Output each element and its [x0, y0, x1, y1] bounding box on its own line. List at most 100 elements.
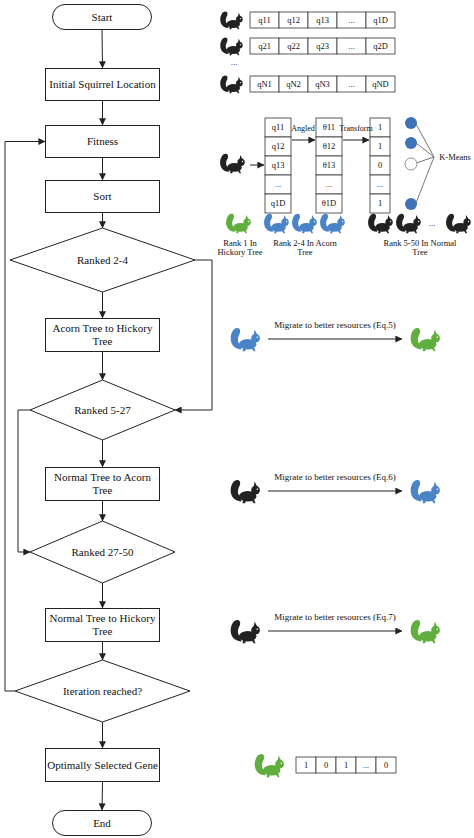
squirrel-icon	[220, 154, 245, 174]
process-box: Optimally Selected Gene	[45, 748, 160, 782]
flow-connector	[102, 213, 103, 228]
flow-connector	[102, 642, 103, 660]
matrix-cell-text: q23	[308, 38, 337, 54]
step-label: Transform	[334, 123, 378, 135]
migrate-label: Migrate to better resources (Eq.6)	[255, 472, 415, 484]
vector-cell	[265, 118, 291, 137]
diamond-shape	[10, 228, 195, 292]
squirrel-icon	[411, 328, 440, 351]
squirrel-icon	[220, 37, 242, 55]
vector-cell-text: q12	[265, 137, 291, 156]
vector-cell	[265, 175, 291, 194]
cluster-dot	[405, 137, 417, 149]
squirrel-icon	[220, 11, 242, 29]
node-text: Normal Tree to Hickory Tree	[46, 612, 159, 637]
cluster-dot	[405, 158, 417, 170]
cluster-link	[416, 157, 434, 163]
migrate-arrow	[268, 339, 402, 340]
vector-cell-text: q11	[265, 118, 291, 137]
node-text: Optimally Selected Gene	[47, 759, 158, 772]
matrix-cell-text: q21	[250, 38, 279, 54]
ellipsis: ...	[223, 57, 245, 69]
gene-cell	[296, 757, 316, 773]
squirrel-icon	[411, 480, 440, 503]
vector-cell-text: θ12	[316, 137, 342, 156]
diamond-shape	[15, 660, 190, 722]
matrix-cell-text: ...	[337, 38, 366, 54]
decision-diamond: Iteration reached?	[15, 660, 190, 722]
matrix-cell	[250, 12, 279, 28]
cluster-link	[416, 157, 434, 203]
matrix-cell	[250, 38, 279, 54]
node-text: Start	[92, 11, 113, 24]
node-text: Acorn Tree to Hickory Tree	[46, 322, 159, 347]
node-text: Ranked 27-50	[71, 546, 133, 559]
squirrel-icon	[226, 214, 251, 234]
squirrel-icon	[231, 620, 260, 643]
decision-diamond: Ranked 2-4	[10, 228, 195, 292]
node-text: Iteration reached?	[63, 685, 142, 698]
matrix-cell-text: q22	[279, 38, 308, 54]
cluster-dot	[405, 198, 417, 210]
vector-cell	[370, 194, 390, 213]
node-text: Fitness	[87, 135, 118, 148]
squirrel-icon	[231, 480, 260, 503]
vector-cell-text: q13	[265, 156, 291, 175]
gene-cell	[356, 757, 376, 773]
cluster-dot	[405, 117, 417, 129]
gene-cell-text: ...	[356, 757, 376, 773]
process-box: Sort	[45, 180, 160, 213]
vector-cell	[370, 156, 390, 175]
ellipsis: ...	[422, 218, 442, 230]
gene-cell	[336, 757, 356, 773]
flow-connector	[102, 158, 103, 180]
node-text: Initial Squirrel Location	[49, 78, 155, 91]
diamond-shape	[30, 380, 175, 440]
squirrel-icon	[292, 214, 317, 234]
vector-cell-text: θ1D	[316, 194, 342, 213]
process-box: Initial Squirrel Location	[45, 68, 160, 101]
matrix-cells	[250, 12, 395, 92]
migrate-arrow	[268, 631, 402, 632]
rank-label: Rank 1 In Hickory Tree	[212, 236, 268, 260]
matrix-cell-text: qN3	[308, 76, 337, 92]
squirrel-icon	[396, 214, 421, 234]
diamond-shape	[30, 521, 175, 583]
process-box: Normal Tree to Hickory Tree	[45, 608, 160, 642]
vector-cell-text: θ13	[316, 156, 342, 175]
node-text: Normal Tree to Acorn Tree	[46, 471, 159, 496]
matrix-cell-text: q13	[308, 12, 337, 28]
squirrel-icon	[264, 214, 289, 234]
process-box: Acorn Tree to Hickory Tree	[45, 318, 160, 352]
flow-connector	[102, 440, 103, 467]
matrix-cell	[337, 76, 366, 92]
gene-cell	[316, 757, 336, 773]
vector-cells	[265, 118, 390, 213]
cluster-link	[416, 124, 434, 157]
matrix-cell	[308, 12, 337, 28]
terminal-box: Start	[52, 4, 152, 30]
flow-connector	[102, 782, 104, 810]
gene-cell-text: 0	[376, 757, 396, 773]
vector-cell-text: ...	[316, 175, 342, 194]
gene-cell	[376, 757, 396, 773]
flow-connector	[102, 292, 103, 318]
vector-cell	[265, 137, 291, 156]
flow-arrow	[292, 140, 315, 141]
vector-cell	[316, 118, 342, 137]
matrix-cell	[366, 12, 395, 28]
matrix-cell	[250, 76, 279, 92]
matrix-cell-text: q12	[279, 12, 308, 28]
vector-cell-text: 0	[370, 156, 390, 175]
vector-cell	[316, 137, 342, 156]
migrate-label: Migrate to better resources (Eq.5)	[255, 320, 415, 332]
matrix-cell-text: qND	[366, 76, 395, 92]
flow-connector	[102, 352, 103, 380]
vector-cell	[370, 118, 390, 137]
squirrel-icon	[446, 214, 471, 234]
node-text: Ranked 5-27	[74, 404, 131, 417]
matrix-cell-text: q11	[250, 12, 279, 28]
process-box: Normal Tree to Acorn Tree	[45, 467, 160, 501]
decision-diamond: Ranked 27-50	[30, 521, 175, 583]
matrix-cell-text: ...	[337, 12, 366, 28]
